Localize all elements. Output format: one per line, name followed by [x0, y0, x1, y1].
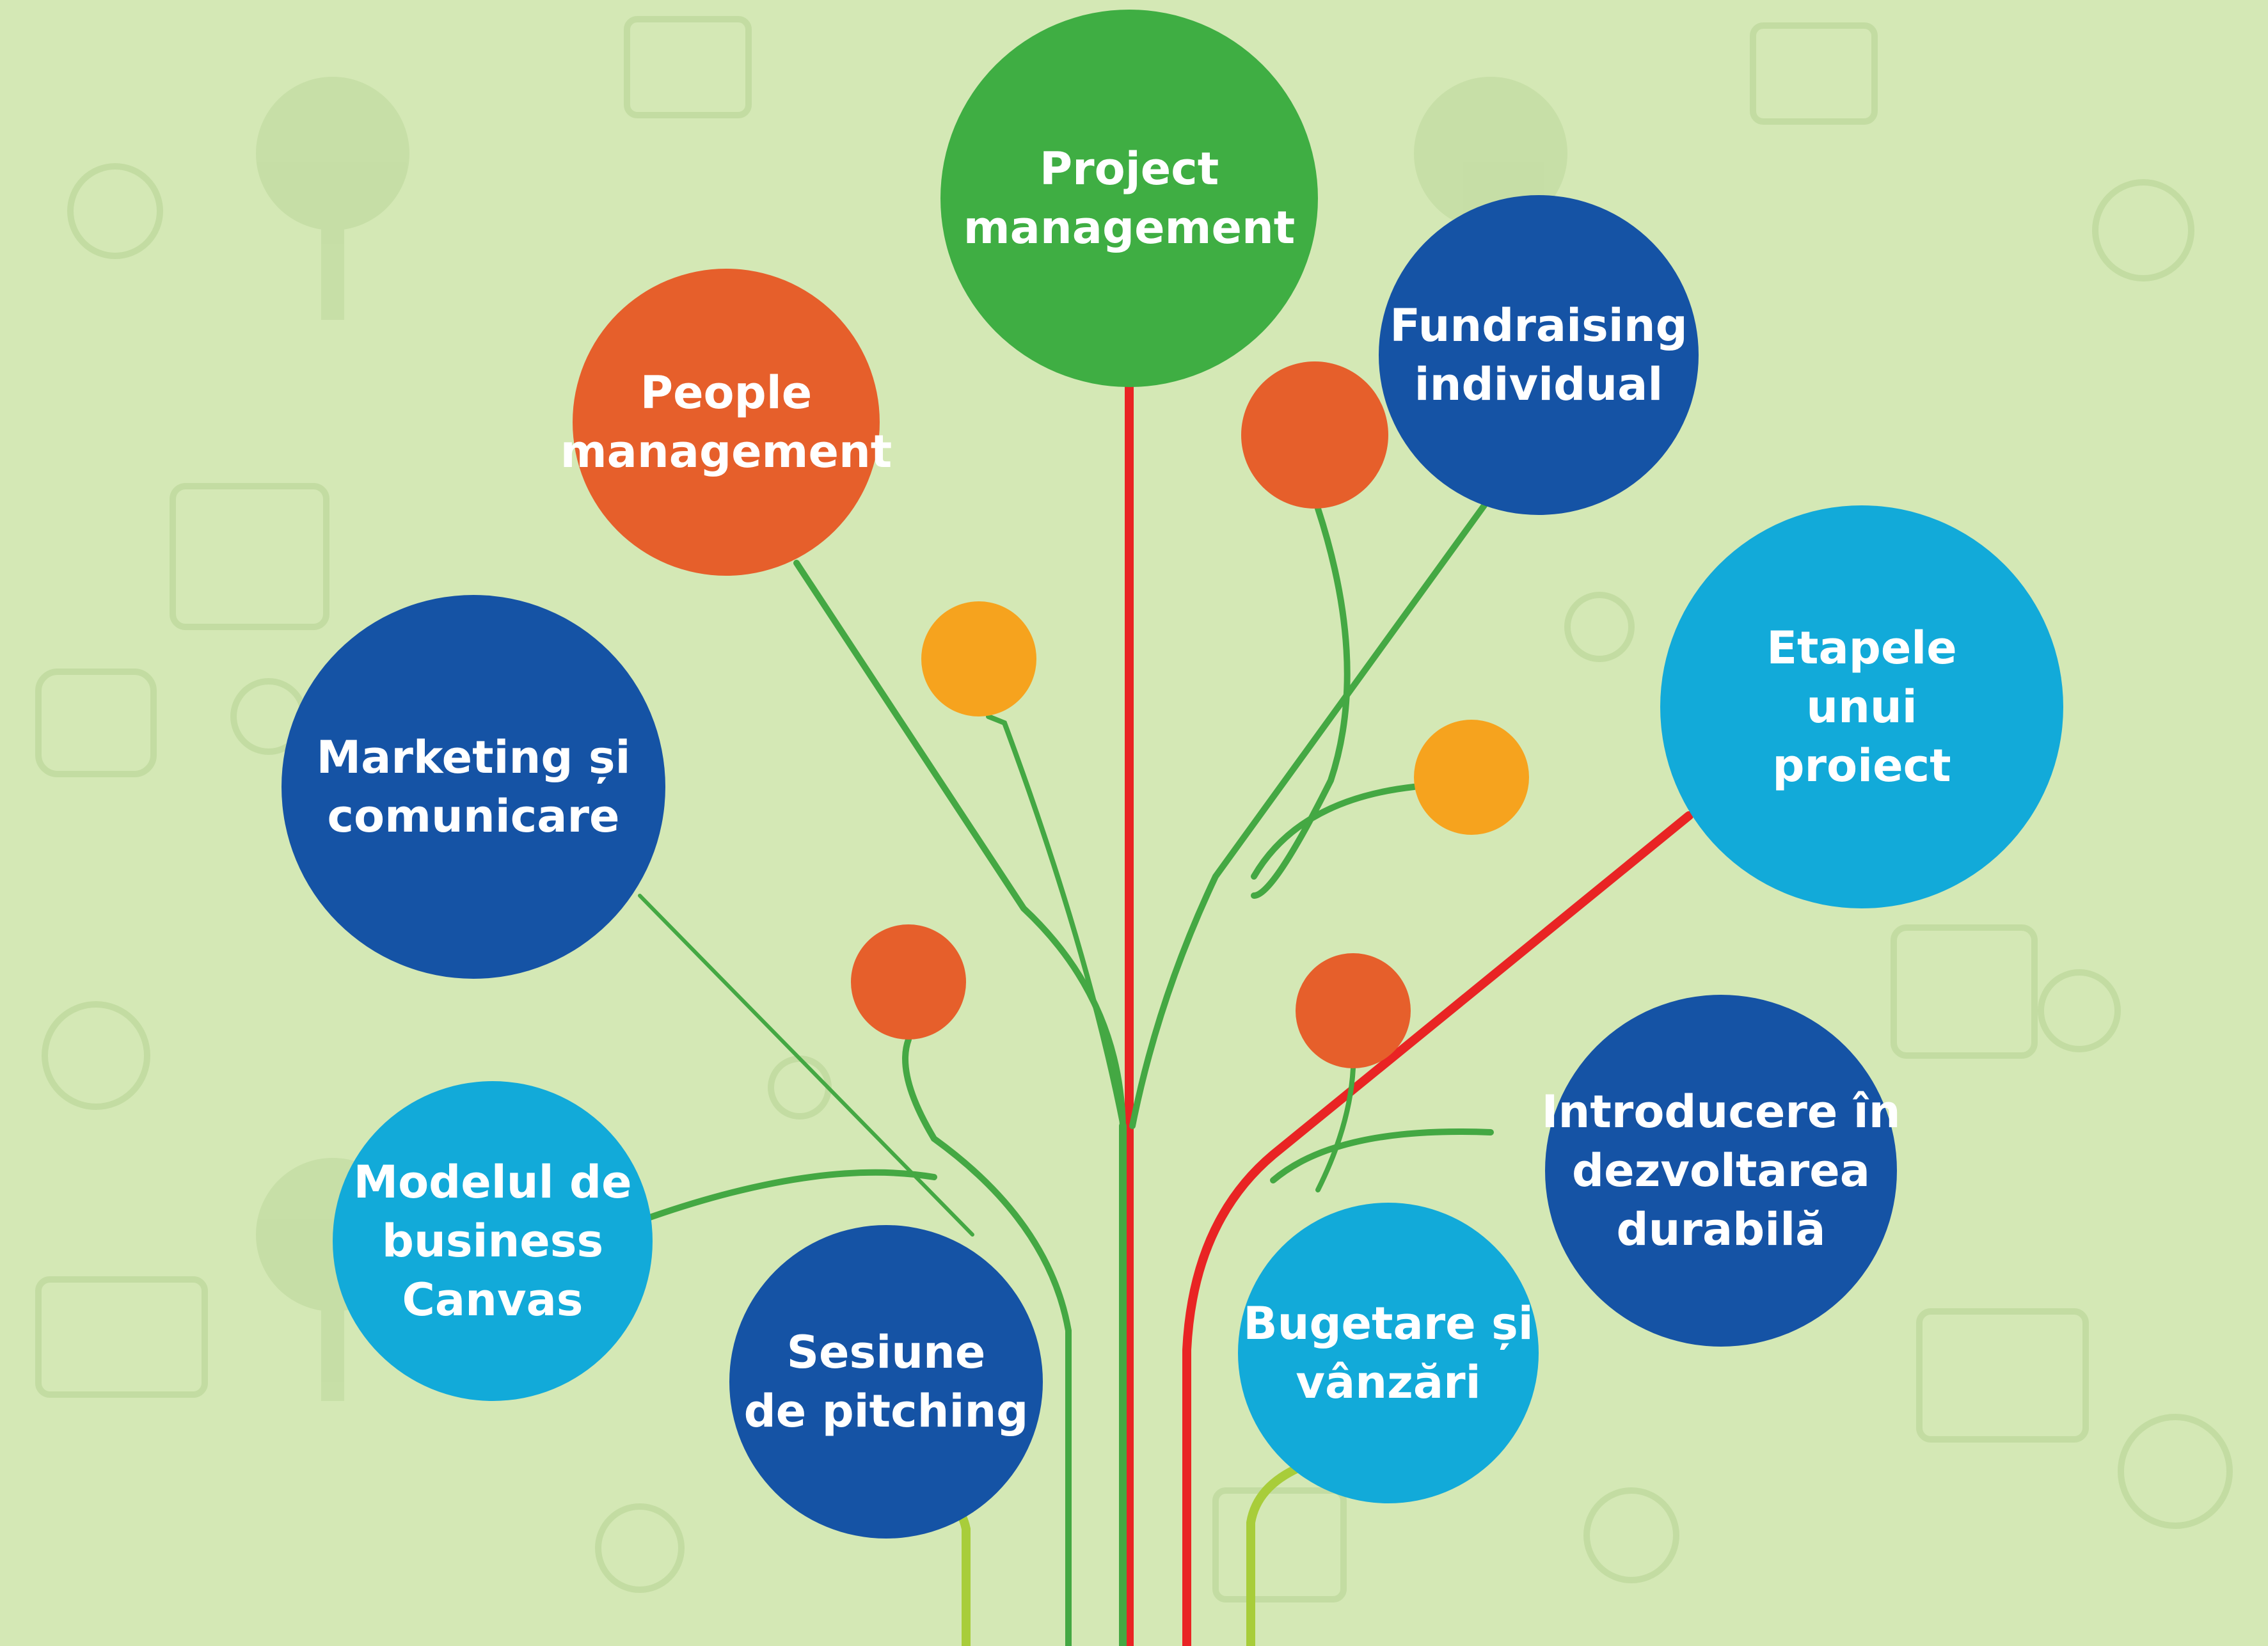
topic-marketing-si-comunicare: Marketing și comunicare [282, 595, 665, 979]
topic-sesiune-de-pitching: Sesiune de pitching [729, 1225, 1043, 1539]
decorative-dot [1414, 720, 1529, 835]
topic-circle [1379, 195, 1699, 515]
topic-label-line: comunicare [328, 790, 620, 843]
doodle-shape [35, 1276, 208, 1398]
decorative-dot [921, 601, 1036, 716]
topic-circle [1545, 995, 1897, 1347]
topic-circle [573, 269, 880, 576]
topic-label-line: unui [1806, 681, 1917, 733]
doodle-shape [624, 16, 752, 118]
topic-label-line: de pitching [744, 1385, 1029, 1437]
topic-circle [282, 595, 665, 979]
topic-etapele-unui-proiect: Etapele unui proiect [1660, 505, 2063, 908]
branch-pitching [902, 1036, 1072, 1646]
topic-circle [1660, 505, 2063, 908]
doodle-tree [256, 77, 409, 320]
branch-dot-right [1251, 784, 1417, 880]
topic-bugetare-si-vanzari: Bugetare și vânzări [1238, 1203, 1539, 1503]
decorative-dots [851, 361, 1529, 1068]
branch-marketing [638, 894, 974, 1237]
decorative-dot [851, 924, 966, 1040]
doodle-shape [2092, 179, 2194, 281]
topic-circle [333, 1081, 653, 1401]
topic-label-line: Etapele [1766, 622, 1957, 674]
decorative-dot [1241, 361, 1388, 509]
topic-label-line: Canvas [402, 1274, 583, 1326]
topic-label-line: business [382, 1215, 603, 1267]
doodle-shape [35, 669, 157, 777]
doodle-shape [1583, 1487, 1679, 1583]
branch-introducere [1270, 1128, 1494, 1183]
topic-label-line: individual [1415, 358, 1663, 411]
topic-introducere-dezvoltare: Introducere în dezvoltarea durabilă [1541, 995, 1901, 1347]
topic-label-line: management [964, 202, 1296, 254]
topic-label-line: management [560, 425, 892, 478]
branch-dot-top [1251, 505, 1351, 899]
doodle-shape [42, 1001, 150, 1110]
doodle-shape [2038, 969, 2121, 1052]
doodle-shape [1212, 1487, 1347, 1602]
topic-label-line: vânzări [1296, 1356, 1480, 1409]
doodle-shape [67, 163, 163, 259]
topic-label-line: durabilă [1616, 1203, 1825, 1256]
decorative-dot [1296, 953, 1411, 1068]
topic-circle [729, 1225, 1043, 1539]
doodle-shape [1916, 1308, 2089, 1443]
topic-people-management: People management [560, 269, 892, 576]
tree-branches [638, 379, 1693, 1646]
doodle-shape [595, 1503, 685, 1593]
topic-label-line: People [640, 367, 812, 419]
topic-fundraising-individual: Fundraising individual [1379, 195, 1699, 515]
topic-label-line: Modelul de [353, 1156, 631, 1208]
topic-label-line: Bugetare și [1243, 1297, 1534, 1350]
doodle-shape [170, 483, 329, 630]
doodle-shape [1891, 924, 2038, 1059]
branch-fundraising [1129, 502, 1487, 1129]
topic-circle [1238, 1203, 1539, 1503]
topic-circle [940, 10, 1318, 387]
topic-label-line: Introducere în [1541, 1086, 1900, 1138]
branch-dot-left [986, 714, 1125, 1128]
topic-label-line: Sesiune [787, 1326, 986, 1379]
doodle-shape [768, 1056, 832, 1120]
lime-stem-right [1246, 1460, 1310, 1646]
red-branch-line [1182, 811, 1693, 1646]
doodle-shape [1564, 592, 1635, 662]
doodle-shape [1750, 22, 1878, 125]
topic-label-line: Marketing și [317, 731, 631, 784]
topic-label-line: Project [1040, 143, 1219, 195]
topic-label-line: dezvoltarea [1572, 1144, 1870, 1197]
doodle-shape [2118, 1414, 2233, 1529]
topic-project-management: Project management [940, 10, 1318, 387]
topic-label-line: proiect [1772, 740, 1951, 792]
branch-dot-lower-right [1315, 1066, 1356, 1192]
topic-label-line: Fundraising [1390, 299, 1687, 352]
topic-bubbles: ProjectmanagementPeoplemanagementFundrai… [282, 10, 2063, 1539]
branch-canvas [643, 1169, 937, 1222]
